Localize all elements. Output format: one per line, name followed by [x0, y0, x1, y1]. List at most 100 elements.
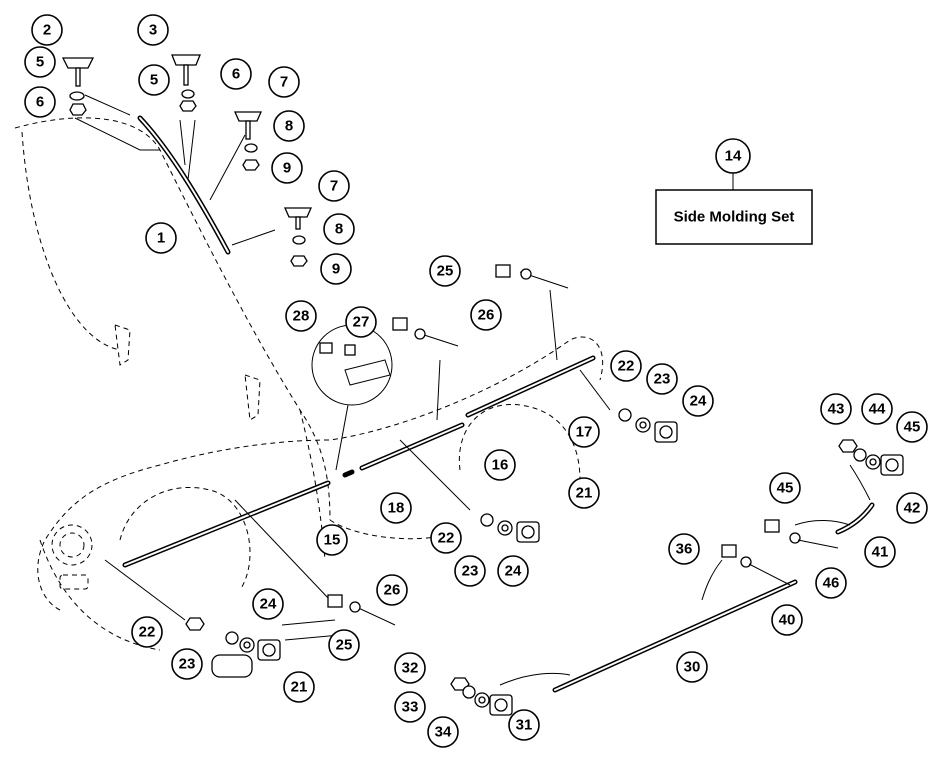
callout-44: 45 [896, 411, 928, 443]
callout-45: 45 [769, 472, 801, 504]
svg-text:44: 44 [869, 401, 886, 418]
car-body-outline [14, 117, 604, 651]
callout-9b: 9 [320, 253, 352, 285]
svg-text:22: 22 [139, 624, 156, 641]
rocker-molding-30 [450, 579, 798, 716]
callout-3: 3 [137, 14, 169, 46]
svg-text:2: 2 [43, 22, 51, 39]
callout-18: 18 [380, 492, 412, 524]
svg-text:26: 26 [478, 307, 495, 324]
svg-text:9: 9 [332, 261, 340, 278]
callout-26b: 26 [376, 574, 408, 606]
stud-clip-3 [171, 54, 201, 86]
svg-text:21: 21 [576, 485, 593, 502]
svg-text:1: 1 [157, 230, 165, 247]
callout-25: 25 [429, 255, 461, 287]
short-molding-40 [764, 439, 904, 549]
svg-text:31: 31 [516, 717, 533, 734]
callout-23: 23 [646, 363, 678, 395]
svg-text:16: 16 [492, 457, 509, 474]
callout-22b: 22 [430, 522, 462, 554]
svg-text:27: 27 [353, 314, 370, 331]
side-moldings [104, 289, 611, 621]
clips-35-36 [701, 544, 791, 601]
svg-text:41: 41 [872, 544, 889, 561]
washers-nuts-top [69, 89, 308, 267]
callout-40: 41 [864, 536, 896, 568]
svg-text:18: 18 [388, 500, 405, 517]
svg-text:25: 25 [336, 637, 353, 654]
callout-34: 34 [427, 716, 459, 748]
svg-text:8: 8 [335, 221, 343, 238]
callout-16: 16 [484, 449, 516, 481]
stud-clip-7 [283, 207, 313, 230]
callout-35: 36 [668, 533, 700, 565]
callout-4b: 5 [138, 64, 170, 96]
callout-8: 8 [273, 110, 305, 142]
svg-text:32: 32 [402, 660, 419, 677]
side-molding-set-label: Side Molding Set [674, 209, 795, 226]
svg-text:45: 45 [777, 480, 794, 497]
callout-31: 31 [508, 709, 540, 741]
svg-text:14: 14 [725, 148, 742, 165]
svg-text:23: 23 [654, 371, 671, 388]
stud-clip-6 [233, 111, 263, 140]
callout-30: 30 [676, 651, 708, 683]
svg-text:21: 21 [291, 679, 308, 696]
fasteners-middle [480, 513, 540, 543]
fasteners-right [618, 408, 678, 443]
svg-text:24: 24 [505, 563, 522, 580]
callout-21: 21 [568, 477, 600, 509]
callout-6: 7 [268, 66, 300, 98]
callout-42: 43 [820, 393, 852, 425]
clips-25-26-top [392, 264, 569, 347]
callout-22: 22 [610, 350, 642, 382]
side-molding-set-box: Side Molding Set [655, 173, 813, 245]
svg-text:34: 34 [435, 724, 452, 741]
callout-4: 5 [24, 46, 56, 78]
windshield-molding [74, 94, 276, 255]
svg-text:22: 22 [438, 530, 455, 547]
svg-text:6: 6 [232, 66, 240, 83]
svg-text:17: 17 [576, 424, 593, 441]
svg-text:26: 26 [384, 582, 401, 599]
stud-clip-2 [61, 57, 95, 87]
svg-text:9: 9 [283, 160, 291, 177]
callout-14: 14 [715, 138, 751, 174]
callout-21b: 21 [283, 671, 315, 703]
svg-text:23: 23 [462, 563, 479, 580]
callout-15: 15 [316, 524, 348, 556]
callout-43: 44 [861, 393, 893, 425]
svg-text:25: 25 [437, 263, 454, 280]
svg-text:3: 3 [149, 22, 157, 39]
svg-text:6: 6 [36, 94, 44, 111]
svg-text:46: 46 [823, 575, 840, 592]
svg-text:36: 36 [676, 541, 693, 558]
svg-text:28: 28 [293, 308, 310, 325]
svg-text:33: 33 [402, 699, 419, 716]
callout-36: 40 [771, 604, 803, 636]
fasteners-lower-left [185, 594, 396, 678]
callout-25b: 25 [328, 629, 360, 661]
callout-5b: 6 [220, 58, 252, 90]
svg-text:7: 7 [330, 178, 338, 195]
callout-23c: 23 [171, 648, 203, 680]
callout-46: 46 [815, 567, 847, 599]
callout-7: 7 [318, 170, 350, 202]
svg-text:42: 42 [904, 500, 921, 517]
svg-text:40: 40 [779, 612, 796, 629]
callout-2: 2 [31, 14, 63, 46]
callout-41: 42 [896, 492, 928, 524]
callout-22c: 22 [131, 616, 163, 648]
svg-text:5: 5 [36, 54, 44, 71]
svg-text:23: 23 [179, 656, 196, 673]
detail-inset [311, 324, 393, 471]
callout-28: 28 [285, 300, 317, 332]
callout-9: 9 [271, 152, 303, 184]
callout-24b: 24 [497, 555, 529, 587]
callout-27: 27 [345, 306, 377, 338]
svg-text:7: 7 [280, 74, 288, 91]
callout-17: 17 [568, 416, 600, 448]
svg-text:15: 15 [324, 532, 341, 549]
